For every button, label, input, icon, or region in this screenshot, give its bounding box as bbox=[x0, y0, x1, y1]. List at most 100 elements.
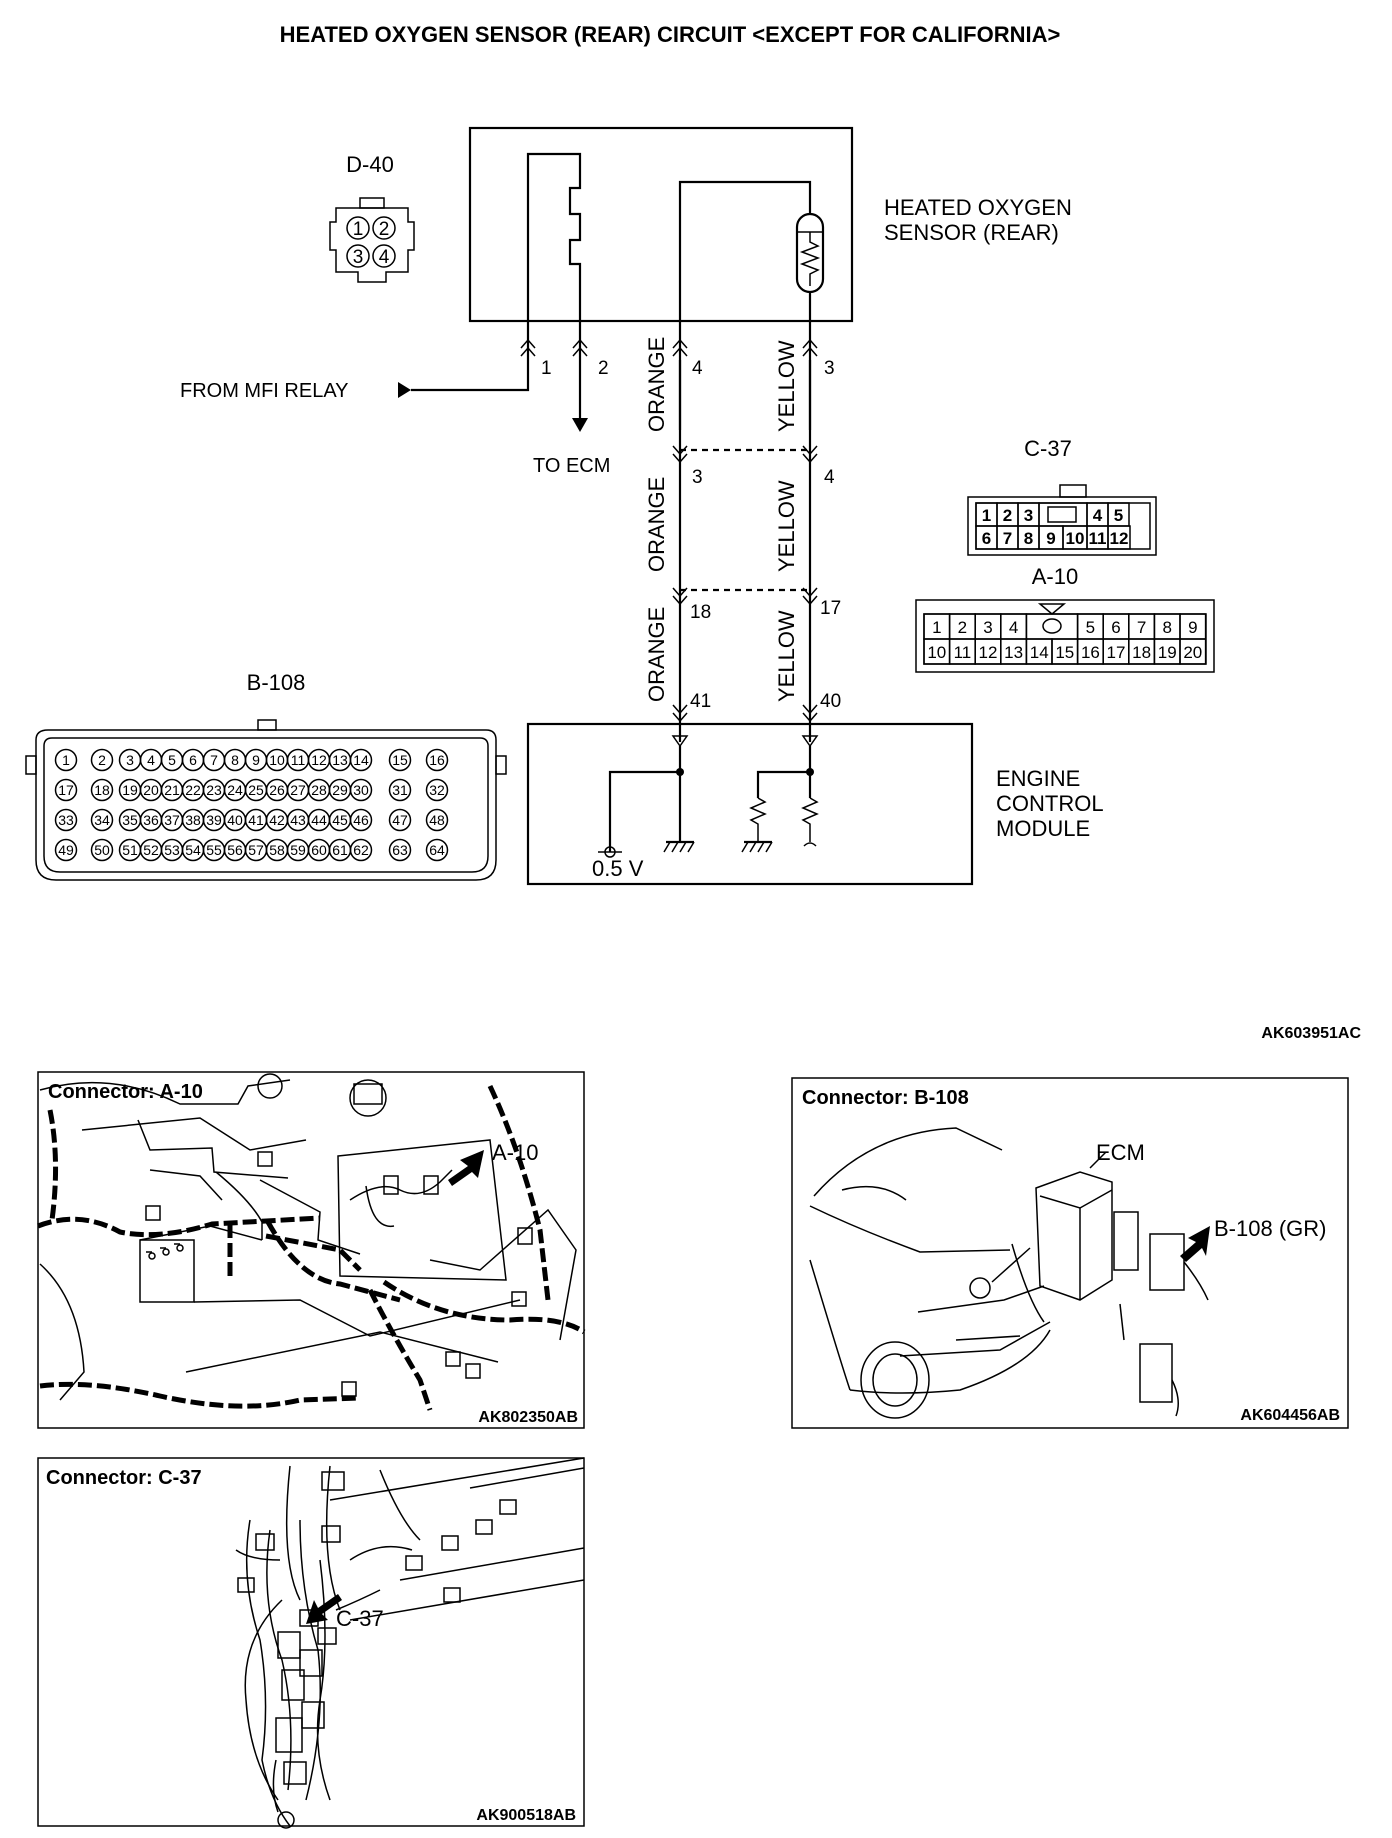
c37-pin-12: 12 bbox=[1110, 529, 1129, 548]
b108-pin-26: 26 bbox=[269, 782, 285, 798]
junction-c37-marks bbox=[672, 445, 818, 464]
b108-pin-1: 1 bbox=[62, 752, 70, 768]
panel-a10-code: AK802350AB bbox=[478, 1409, 578, 1426]
a10-pin-18: 18 bbox=[1132, 643, 1151, 662]
b108-pin-2: 2 bbox=[98, 752, 106, 768]
a10-pin-17: 17 bbox=[1107, 643, 1126, 662]
a10-pin-5: 5 bbox=[1086, 618, 1095, 637]
b108-pin-46: 46 bbox=[353, 812, 369, 828]
panel-c37-code: AK900518AB bbox=[476, 1807, 576, 1824]
sensor-pin-chevrons bbox=[520, 338, 818, 357]
b108-pin-3: 3 bbox=[126, 752, 134, 768]
c37-pin-9: 9 bbox=[1046, 529, 1055, 548]
b108-pin-55: 55 bbox=[206, 842, 222, 858]
b108-pin-14: 14 bbox=[353, 752, 369, 768]
sensor-box: HEATED OXYGEN SENSOR (REAR) bbox=[468, 126, 1072, 430]
figure-code: AK603951AC bbox=[1261, 1025, 1361, 1042]
ecm-name-line2: CONTROL bbox=[996, 791, 1104, 816]
d40-pin-1: 1 bbox=[353, 219, 364, 240]
sensor-pin-4: 4 bbox=[692, 358, 703, 379]
b108-pin-7: 7 bbox=[210, 752, 218, 768]
b108-pin-36: 36 bbox=[143, 812, 159, 828]
ecm-voltage: 0.5 V bbox=[592, 856, 644, 881]
d40-pin-3: 3 bbox=[353, 247, 364, 268]
sensor-name-line1: HEATED OXYGEN bbox=[884, 195, 1072, 220]
from-relay-label: FROM MFI RELAY bbox=[180, 380, 349, 402]
b108-pin-39: 39 bbox=[206, 812, 222, 828]
panel-a10-title: Connector: A-10 bbox=[48, 1081, 203, 1103]
b108-pin-27: 27 bbox=[290, 782, 306, 798]
b108-pin-61: 61 bbox=[332, 842, 348, 858]
junction-c37-yellow-pin: 4 bbox=[824, 467, 835, 488]
b108-pin-42: 42 bbox=[269, 812, 285, 828]
b108-pin-60: 60 bbox=[311, 842, 327, 858]
panel-a10-callout: A-10 bbox=[492, 1140, 538, 1165]
c37-pin-8: 8 bbox=[1024, 529, 1033, 548]
to-ecm-arrow-icon bbox=[572, 418, 588, 432]
wire-label-orange-1: ORANGE bbox=[644, 337, 669, 432]
panel-c37-callout: C-37 bbox=[336, 1606, 384, 1631]
wire-label-orange-3: ORANGE bbox=[644, 607, 669, 702]
b108-pin-63: 63 bbox=[392, 842, 408, 858]
b108-pin-9: 9 bbox=[252, 752, 260, 768]
panel-c37-title: Connector: C-37 bbox=[46, 1467, 202, 1489]
a10-pin-12: 12 bbox=[979, 643, 998, 662]
a10-pin-10: 10 bbox=[927, 643, 946, 662]
a10-callout-arrow-icon bbox=[448, 1150, 484, 1186]
panel-a10: Connector: A-10 A-10 AK802350AB bbox=[37, 1071, 586, 1429]
c37-pin-7: 7 bbox=[1003, 529, 1012, 548]
b108-pin-13: 13 bbox=[332, 752, 348, 768]
a10-pin-8: 8 bbox=[1162, 618, 1171, 637]
b108-pin-22: 22 bbox=[185, 782, 201, 798]
b108-pin-29: 29 bbox=[332, 782, 348, 798]
a10-pin-1: 1 bbox=[932, 618, 941, 637]
b108-pin-10: 10 bbox=[269, 752, 285, 768]
b108-pin-47: 47 bbox=[392, 812, 408, 828]
b108-pin-57: 57 bbox=[248, 842, 264, 858]
b108-pin-54: 54 bbox=[185, 842, 201, 858]
b108-pin-19: 19 bbox=[122, 782, 138, 798]
b108-pin-64: 64 bbox=[429, 842, 445, 858]
b108-pin-37: 37 bbox=[164, 812, 180, 828]
b108-pin-16: 16 bbox=[429, 752, 445, 768]
c37-pin-2: 2 bbox=[1003, 506, 1012, 525]
c37-pin-5: 5 bbox=[1114, 506, 1123, 525]
b108-pin-6: 6 bbox=[189, 752, 197, 768]
junction-c37-orange-pin: 3 bbox=[692, 467, 703, 488]
b108-pin-34: 34 bbox=[94, 812, 110, 828]
panel-b108: Connector: B-108 ECM B-108 (GR) AK604456… bbox=[791, 1077, 1349, 1429]
panel-b108-callout-conn: B-108 (GR) bbox=[1214, 1216, 1326, 1241]
junction-a10-marks bbox=[672, 587, 818, 606]
to-ecm-label: TO ECM bbox=[533, 455, 610, 477]
ecm-yellow-pin: 40 bbox=[820, 691, 841, 712]
diagram-title: HEATED OXYGEN SENSOR (REAR) CIRCUIT <EXC… bbox=[280, 22, 1061, 47]
b108-pin-11: 11 bbox=[291, 752, 306, 768]
ecm-pin-chevrons bbox=[672, 704, 818, 723]
b108-pin-32: 32 bbox=[429, 782, 445, 798]
a10-pin-6: 6 bbox=[1111, 618, 1120, 637]
b108-pin-21: 21 bbox=[164, 782, 180, 798]
panel-b108-title: Connector: B-108 bbox=[802, 1087, 969, 1109]
b108-pin-33: 33 bbox=[58, 812, 74, 828]
wire-label-yellow-3: YELLOW bbox=[774, 610, 799, 702]
a10-pin-19: 19 bbox=[1158, 643, 1177, 662]
junction-a10-orange-pin: 18 bbox=[690, 602, 711, 623]
a10-pin-16: 16 bbox=[1081, 643, 1100, 662]
b108-pin-50: 50 bbox=[94, 842, 110, 858]
panel-c37: Connector: C-37 C-37 AK900518AB bbox=[37, 1457, 585, 1829]
d40-pin-4: 4 bbox=[379, 247, 390, 268]
panel-b108-code: AK604456AB bbox=[1240, 1407, 1340, 1424]
a10-pin-9: 9 bbox=[1188, 618, 1197, 637]
a10-pin-4: 4 bbox=[1009, 618, 1018, 637]
b108-pin-18: 18 bbox=[94, 782, 110, 798]
c37-pin-11: 11 bbox=[1089, 529, 1107, 548]
a10-pin-20: 20 bbox=[1183, 643, 1202, 662]
b108-pin-35: 35 bbox=[122, 812, 138, 828]
a10-pin-11: 11 bbox=[954, 643, 972, 662]
b108-pin-52: 52 bbox=[143, 842, 159, 858]
b108-pin-40: 40 bbox=[227, 812, 243, 828]
c37-pin-1: 1 bbox=[982, 506, 991, 525]
sensor-pin-3: 3 bbox=[824, 358, 835, 379]
